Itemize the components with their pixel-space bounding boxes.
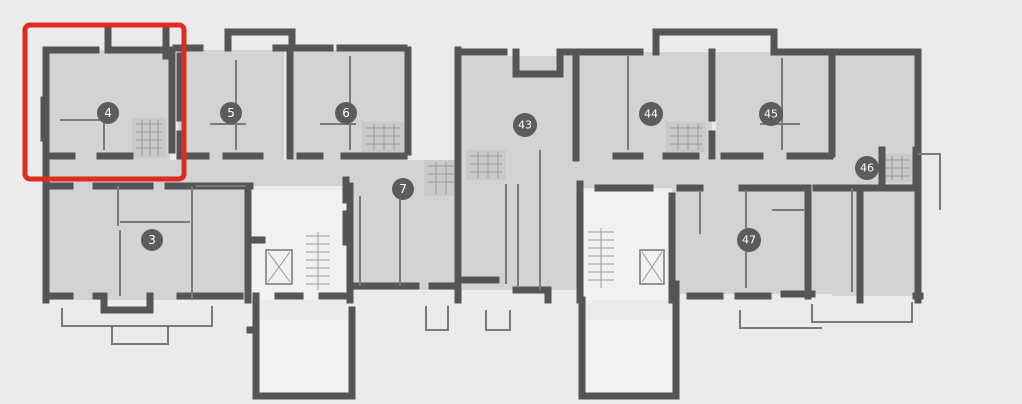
marker-apt-6[interactable]: 6 (335, 102, 357, 124)
apt-3-number: 3 (148, 233, 156, 247)
apt-7-number: 7 (399, 182, 407, 196)
walls (40, 24, 941, 400)
marker-apt-44[interactable]: 44 (639, 102, 663, 126)
marker-apt-46[interactable]: 46 (855, 156, 879, 180)
apt-right-lower (822, 188, 918, 294)
marker-apt-3[interactable]: 3 (141, 229, 163, 251)
bath-7 (424, 160, 458, 196)
marker-apt-47[interactable]: 47 (737, 228, 761, 252)
marker-apt-4[interactable]: 4 (97, 102, 119, 124)
entrance-left (256, 320, 352, 398)
marker-apt-7[interactable]: 7 (392, 178, 414, 200)
apt-43-number: 43 (518, 119, 532, 132)
bath-43 (466, 150, 506, 180)
bath-44 (666, 122, 706, 152)
bath-4 (132, 118, 166, 158)
apt-46-number: 46 (860, 162, 874, 175)
marker-apt-45[interactable]: 45 (759, 102, 783, 126)
apt-44-number: 44 (644, 108, 658, 121)
apt-45-number: 45 (764, 108, 778, 121)
apt-4-number: 4 (104, 106, 112, 120)
stairwell-left (250, 190, 350, 300)
bath-hatching (136, 120, 910, 194)
apt-47-number: 47 (742, 234, 756, 247)
marker-apt-43[interactable]: 43 (513, 113, 537, 137)
apt-6-number: 6 (342, 106, 350, 120)
stairs (265, 228, 665, 290)
entrance-right (584, 320, 674, 398)
bath-6 (362, 122, 404, 152)
marker-apt-5[interactable]: 5 (220, 102, 242, 124)
elevator-right (639, 249, 665, 285)
apt-5-number: 5 (227, 106, 235, 120)
elevator-left (265, 249, 293, 285)
stairwell-right (582, 190, 672, 300)
selected-apartment-highlight (22, 22, 187, 182)
